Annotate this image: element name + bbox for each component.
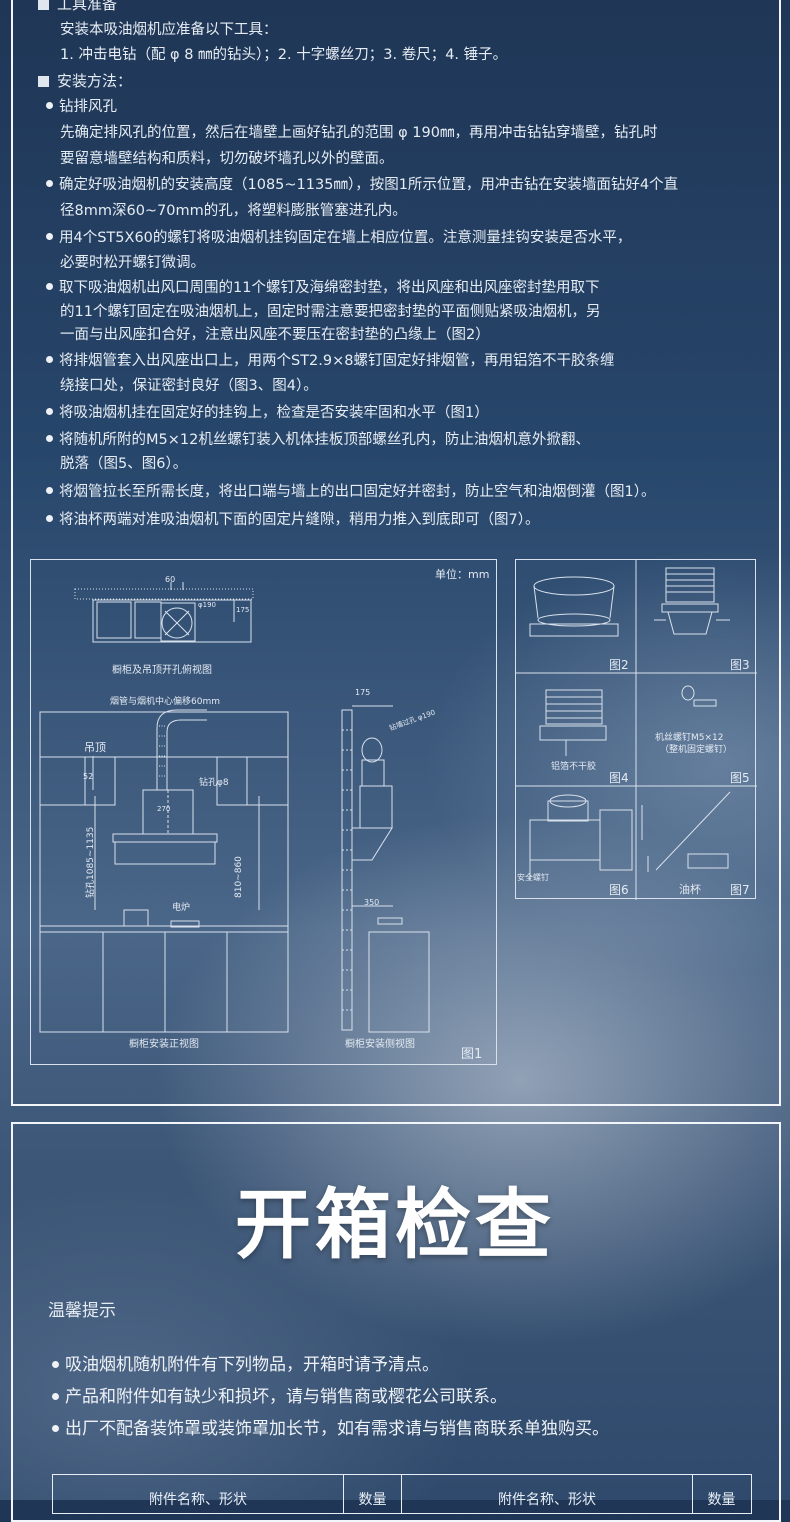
fig1-dim: 60	[165, 575, 176, 584]
tip-item: 产品和附件如有缺少和损坏，请与销售商或樱花公司联系。	[52, 1382, 507, 1407]
fig3-label: 图3	[730, 658, 750, 672]
fig1-front-caption: 橱柜安装正视图	[129, 1039, 199, 1050]
method-step-4: 取下吸油烟机出风口周围的11个螺钉及海绵密封垫，将出风座和出风座密封垫用取下	[46, 276, 599, 297]
bullet-icon	[52, 1361, 59, 1368]
tools-list: 1. 冲击电钻（配 φ 8 ㎜的钻头）；2. 十字螺丝刀；3. 卷尺；4. 锤子…	[60, 47, 508, 63]
fig5-note-1: 机丝螺钉M5×12	[655, 733, 724, 743]
fig1-side-caption: 橱柜安装侧视图	[345, 1039, 415, 1050]
fig1-top-caption: 橱柜及吊顶开孔俯视图	[112, 665, 212, 676]
tools-heading: 工具准备	[38, 0, 117, 14]
table-header-cell: 附件名称、形状	[53, 1475, 344, 1513]
bullet-icon	[46, 408, 53, 415]
bullet-icon	[46, 435, 53, 442]
fig6-label: 图6	[609, 883, 629, 897]
fig1-dim: 175	[355, 688, 371, 697]
tip-item: 吸油烟机随机附件有下列物品，开箱时请予清点。	[52, 1350, 439, 1375]
method-step-7: 将随机所附的M5×12机丝螺钉装入机体挂板顶部螺丝孔内，防止油烟机意外掀翻、	[46, 428, 590, 449]
table-header-cell: 数量	[707, 1492, 736, 1508]
method-step-3: 用4个ST5X60的螺钉将吸油烟机挂钩固定在墙上相应位置。注意测量挂钩安装是否水…	[46, 226, 631, 247]
method-step-5-line: 绕接口处，保证密封良好（图3、图4）。	[60, 378, 318, 394]
fig1-dim: 175	[236, 606, 250, 614]
tip-item: 出厂不配备装饰罩或装饰罩加长节，如有需求请与销售商联系单独购买。	[52, 1414, 609, 1439]
fig1-dim: 270	[157, 805, 171, 813]
fig1-height-note: 钻孔1085~1135	[86, 826, 96, 898]
fig7-note: 油杯	[679, 883, 701, 896]
fig1-ceiling-label: 吊顶	[84, 741, 106, 754]
fig4-note: 铝箔不干胶	[551, 762, 597, 772]
figures-grid-frame	[515, 559, 757, 900]
bullet-icon	[46, 515, 53, 522]
fig5-label: 图5	[730, 771, 750, 785]
method-step-2: 确定好吸油烟机的安装高度（1085~1135㎜），按图1所示位置，用冲击钻在安装…	[46, 173, 678, 194]
bullet-icon	[52, 1393, 59, 1400]
table-header-cell: 附件名称、形状	[402, 1475, 693, 1513]
method-step-8: 将烟管拉长至所需长度，将出口端与墙上的出口固定好并密封，防止空气和油烟倒灌（图1…	[46, 480, 655, 501]
method-step-1-line: 要留意墙壁结构和质料，切勿破坏墙孔以外的壁面。	[60, 151, 394, 167]
figures-grid-drawing	[516, 560, 757, 900]
bullet-icon	[46, 487, 53, 494]
fig4-label: 图4	[609, 771, 629, 785]
figure-1-drawing	[39, 582, 430, 1033]
fig5-note-2: （整机固定螺钉）	[660, 745, 733, 755]
bullet-icon	[46, 283, 53, 290]
tips-heading: 温馨提示	[48, 1301, 116, 1321]
bullet-icon	[46, 356, 53, 363]
table-header-cell: 数量	[344, 1475, 402, 1513]
fig1-dim: 810~860	[234, 856, 244, 898]
bullet-icon	[52, 1425, 59, 1432]
fig1-stove-label: 电炉	[172, 903, 191, 913]
method-step-4-line: 的11个螺钉固定在吸油烟机上，固定时需注意要把密封垫的平面侧贴紧吸油烟机，另	[60, 304, 601, 320]
fig1-dim: 350	[364, 898, 380, 907]
method-step-1: 钻排风孔	[46, 95, 117, 116]
fig1-drill-note: 钻孔φ8	[199, 778, 229, 788]
figure-1-frame	[30, 559, 497, 1065]
unboxing-title: 开箱检查	[235, 1180, 555, 1269]
tools-intro: 安装本吸油烟机应准备以下工具：	[60, 22, 278, 38]
method-step-9: 将油杯两端对准吸油烟机下面的固定片缝隙，稍用力推入到底即可（图7）。	[46, 508, 539, 529]
method-step-1-line: 先确定排风孔的位置，然后在墙壁上画好钻孔的范围 φ 190㎜，再用冲击钻钻穿墙壁…	[60, 125, 658, 141]
bullet-icon	[46, 233, 53, 240]
method-step-2-line: 径8mm深60~70mm的孔，将塑料膨胀管塞进孔内。	[60, 203, 407, 219]
fig2-label: 图2	[609, 658, 629, 672]
fig1-dim: φ190	[198, 601, 216, 609]
fig1-unit: 单位：mm	[435, 568, 490, 581]
fig1-dim: 52	[83, 772, 94, 781]
square-bullet-icon	[38, 76, 49, 87]
installation-panel	[11, 0, 781, 1106]
accessory-table: 附件名称、形状 数量 附件名称、形状 数量	[52, 1474, 752, 1514]
method-step-5: 将排烟管套入出风座出口上，用两个ST2.9×8螺钉固定好排烟管，再用铝箔不干胶条…	[46, 349, 615, 370]
method-step-6: 将吸油烟机挂在固定好的挂钩上，检查是否安装牢固和水平（图1）	[46, 401, 489, 422]
bullet-icon	[46, 180, 53, 187]
bullet-icon	[46, 102, 53, 109]
fig1-label: 图1	[461, 1047, 483, 1062]
fig1-offset-note: 烟管与烟机中心偏移60mm	[110, 697, 220, 707]
fig6-note: 安全螺钉	[517, 873, 549, 882]
method-step-4-line: 一面与出风座扣合好，注意出风座不要压在密封垫的凸缘上（图2）	[60, 327, 490, 343]
method-step-3-line: 必要时松开螺钉微调。	[60, 255, 205, 271]
fig7-label: 图7	[730, 883, 750, 897]
square-bullet-icon	[38, 0, 49, 10]
method-heading: 安装方法：	[38, 70, 132, 91]
method-step-7-line: 脱落（图5、图6）。	[60, 456, 188, 472]
